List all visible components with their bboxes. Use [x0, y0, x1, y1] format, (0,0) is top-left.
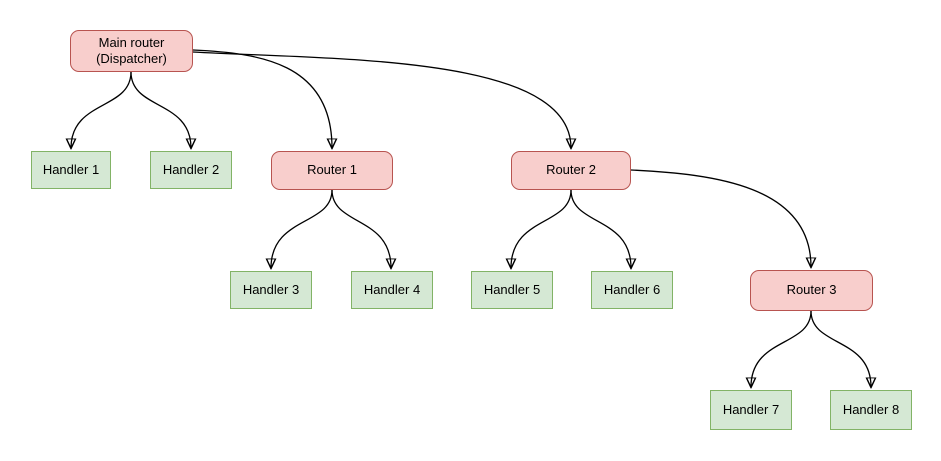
node-handler-5: Handler 5: [471, 271, 553, 309]
edge-main-to-router2: [192, 51, 571, 148]
node-router-3: Router 3: [750, 270, 873, 311]
node-handler-8: Handler 8: [830, 390, 912, 430]
edge-main-to-handler1: [71, 71, 132, 148]
node-handler-3: Handler 3: [230, 271, 312, 309]
node-handler-5-label: Handler 5: [483, 281, 541, 297]
edge-router3-to-handler7: [751, 310, 812, 387]
node-router-2: Router 2: [511, 151, 631, 190]
node-handler-2-label: Handler 2: [162, 161, 220, 177]
node-handler-4-label: Handler 4: [363, 281, 421, 297]
node-handler-6-label: Handler 6: [603, 281, 661, 297]
edge-router2-to-handler5: [511, 189, 572, 268]
node-handler-7: Handler 7: [710, 390, 792, 430]
node-router-1: Router 1: [271, 151, 393, 190]
edge-main-to-router1: [192, 49, 332, 148]
node-main-router-label-line1: Main router: [98, 34, 165, 50]
edge-router3-to-handler8: [810, 310, 871, 387]
node-handler-2: Handler 2: [150, 151, 232, 189]
edge-router2-to-handler6: [570, 189, 631, 268]
node-router-1-label: Router 1: [307, 162, 357, 178]
node-handler-7-label: Handler 7: [722, 401, 780, 417]
node-handler-3-label: Handler 3: [242, 281, 300, 297]
node-handler-1-label: Handler 1: [42, 161, 100, 177]
node-handler-8-label: Handler 8: [842, 401, 900, 417]
node-handler-1: Handler 1: [31, 151, 111, 189]
node-router-3-label: Router 3: [786, 282, 837, 298]
node-main-router: Main router (Dispatcher): [70, 30, 193, 72]
node-handler-4: Handler 4: [351, 271, 433, 309]
node-handler-6: Handler 6: [591, 271, 673, 309]
edge-main-to-handler2: [130, 71, 191, 148]
edge-router1-to-handler3: [271, 189, 333, 268]
edge-router2-to-router3: [630, 169, 811, 267]
node-router-2-label: Router 2: [546, 162, 596, 178]
node-main-router-label-line2: (Dispatcher): [96, 51, 167, 66]
edge-router1-to-handler4: [331, 189, 391, 268]
